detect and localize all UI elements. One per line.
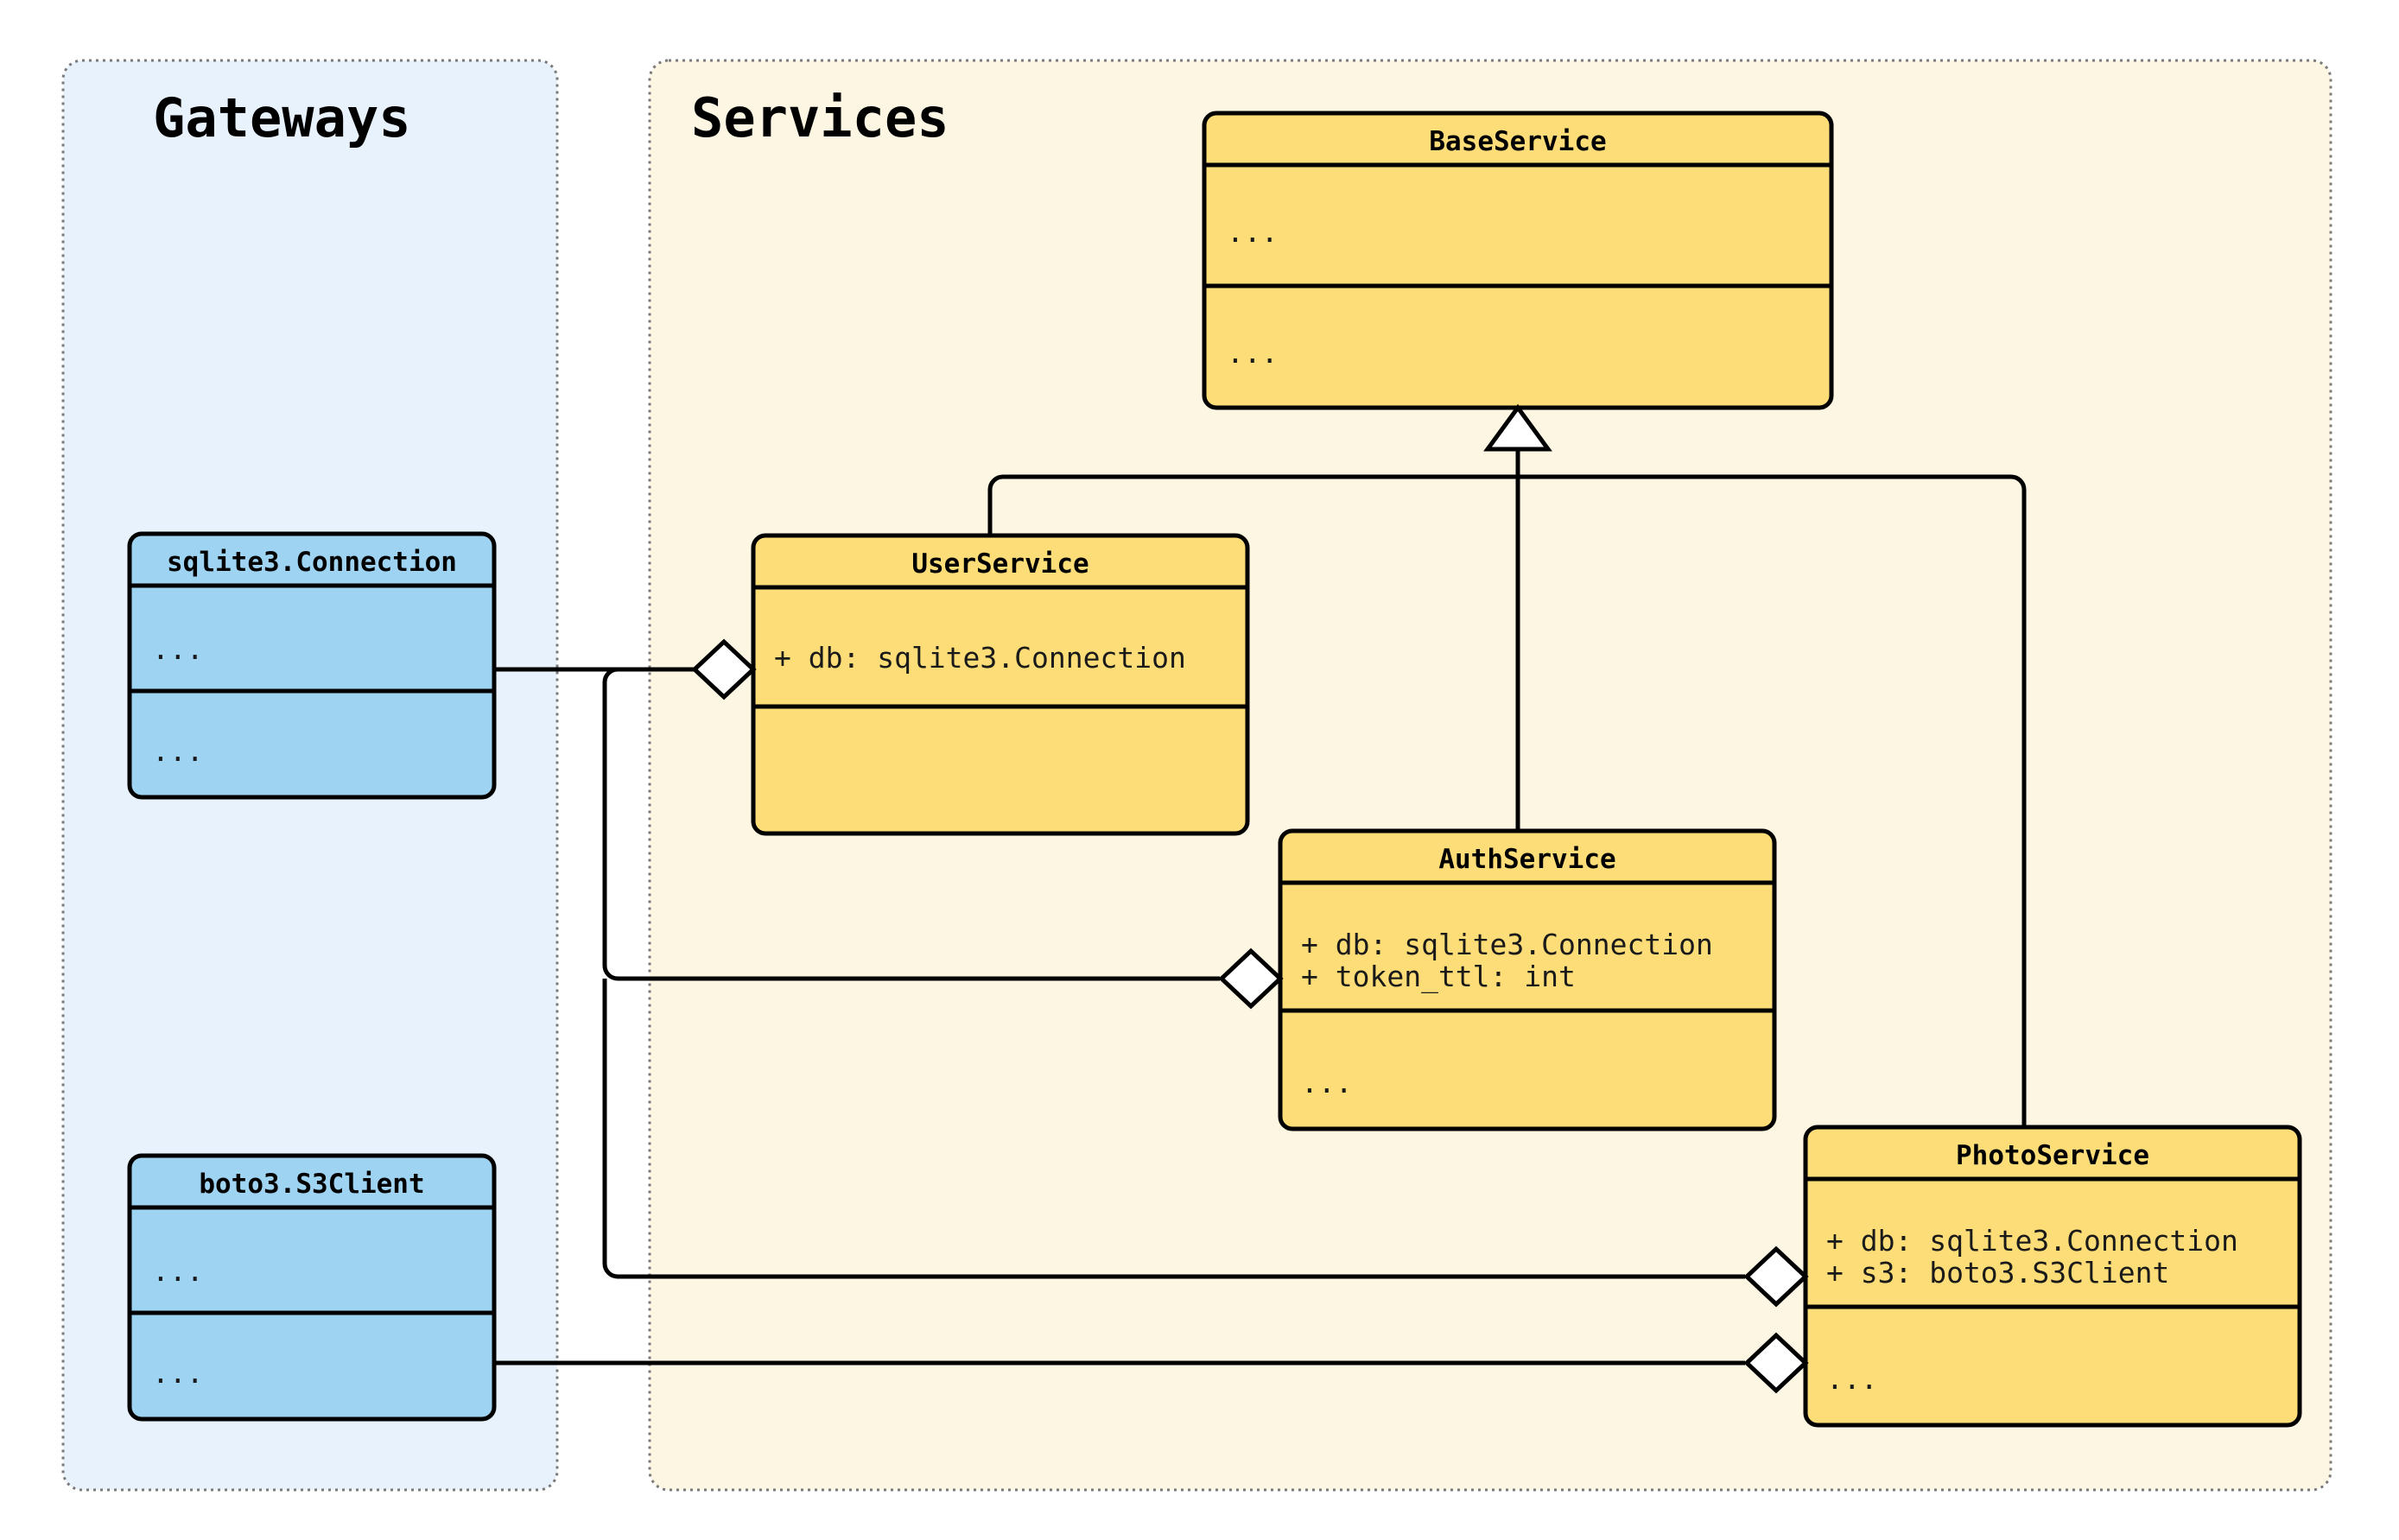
class-sqlite3-connection-method: ... (152, 734, 204, 768)
class-base-service-title: BaseService (1429, 126, 1606, 157)
aggregation-edges-sqlite (494, 667, 1745, 1279)
generalization-bus (987, 474, 2027, 491)
class-photo-service-title: PhotoService (1956, 1140, 2149, 1171)
class-photo-service-method-0: ... (1826, 1362, 1878, 1396)
aggregation-diamond-icon-auth (1218, 947, 1284, 1010)
generalization-edges (987, 447, 2027, 1127)
generalization-triangle-icon (1483, 403, 1552, 452)
class-auth-service-attribute-0: + db: sqlite3.Connection (1301, 928, 1713, 961)
class-auth-service-title: AuthService (1438, 844, 1615, 875)
class-sqlite3-connection-body (127, 531, 497, 800)
class-user-service-body (751, 533, 1250, 836)
class-sqlite3-connection-title: sqlite3.Connection (167, 547, 457, 578)
package-gateways-title: Gateways (153, 86, 411, 149)
class-boto3-s3client-title: boto3.S3Client (199, 1169, 424, 1200)
class-photo-service-attribute-0: + db: sqlite3.Connection (1826, 1224, 2238, 1258)
class-user-service[interactable]: UserService + db: sqlite3.Connection (751, 533, 1250, 836)
class-auth-service-attribute-1: + token_ttl: int (1301, 960, 1576, 994)
class-boto3-s3client[interactable]: boto3.S3Client ... ... (127, 1153, 497, 1422)
aggregation-sqlite-riser-photo (602, 979, 1745, 1279)
class-user-service-attribute: + db: sqlite3.Connection (774, 641, 1186, 675)
aggregation-diamond-icon-user (691, 638, 757, 700)
class-boto3-s3client-body (127, 1153, 497, 1422)
class-photo-service-attribute-1: + s3: boto3.S3Client (1826, 1256, 2169, 1290)
class-base-service-body (1202, 111, 1834, 410)
class-base-service-method: ... (1227, 336, 1279, 370)
class-base-service[interactable]: BaseService ... ... (1202, 111, 1834, 410)
class-user-service-title: UserService (911, 548, 1088, 580)
class-sqlite3-connection-attribute: ... (152, 632, 204, 666)
class-sqlite3-connection[interactable]: sqlite3.Connection ... ... (127, 531, 497, 800)
aggregation-diamond-icon-photo-s3 (1743, 1332, 1809, 1394)
class-auth-service[interactable]: AuthService + db: sqlite3.Connection + t… (1278, 828, 1777, 1131)
aggregation-diamond-icon-photo-db (1743, 1245, 1809, 1308)
class-boto3-s3client-attribute: ... (152, 1254, 204, 1288)
class-auth-service-method-0: ... (1301, 1066, 1353, 1100)
package-services-title: Services (691, 86, 949, 149)
class-photo-service[interactable]: PhotoService + db: sqlite3.Connection + … (1803, 1125, 2302, 1428)
aggregation-sqlite-riser-auth (602, 667, 1220, 981)
class-boto3-s3client-method: ... (152, 1356, 204, 1390)
class-base-service-attribute: ... (1227, 215, 1279, 249)
